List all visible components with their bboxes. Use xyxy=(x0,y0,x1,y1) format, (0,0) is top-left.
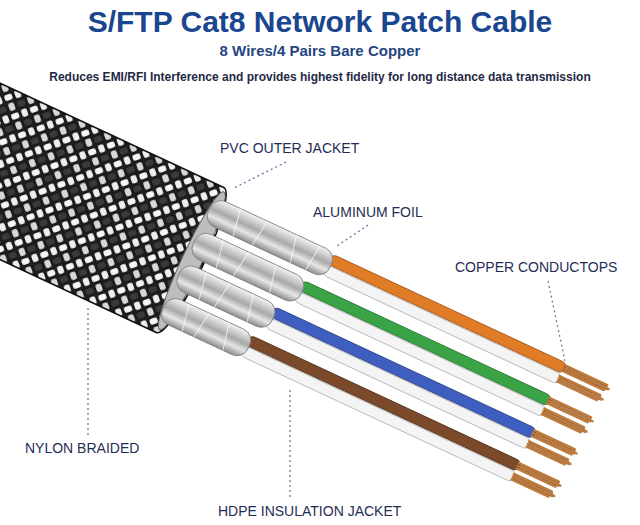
title: S/FTP Cat8 Network Patch Cable xyxy=(88,4,553,40)
leader-line xyxy=(289,387,290,497)
leader-line xyxy=(234,162,286,188)
tagline: Reduces EMI/RFI Interference and provide… xyxy=(49,70,590,84)
part-label: PVC OUTER JACKET xyxy=(220,140,359,157)
leader-line xyxy=(337,225,368,246)
cable xyxy=(0,0,617,516)
part-label: ALUMINUM FOIL xyxy=(313,204,423,221)
leader-line xyxy=(548,281,565,361)
part-label: NYLON BRAIDED xyxy=(25,440,139,457)
leader-lines xyxy=(88,162,565,497)
part-label: COPPER CONDUCTOPS xyxy=(455,259,617,276)
leader-line xyxy=(87,306,88,435)
subtitle: 8 Wires/4 Pairs Bare Copper xyxy=(220,42,421,60)
part-label: HDPE INSULATION JACKET xyxy=(218,503,401,520)
